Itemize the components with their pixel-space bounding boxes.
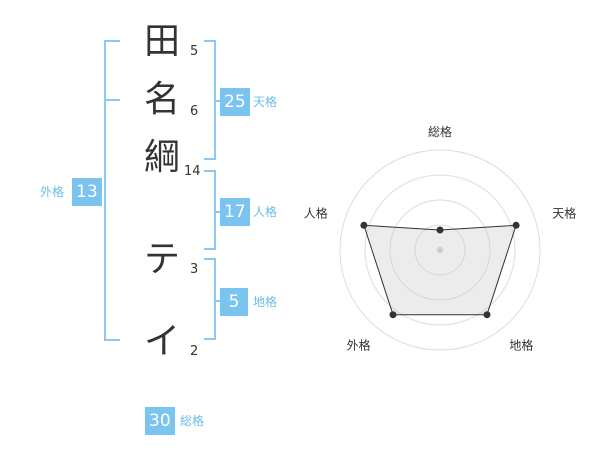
soukaku-value-badge: 30	[145, 407, 175, 435]
outer-bracket-vertical	[104, 40, 106, 341]
name-char-2: 名	[143, 79, 180, 120]
name-char-5: イ	[143, 321, 180, 362]
gaikaku-label: 外格	[40, 185, 65, 199]
jinkaku-bracket-vertical	[214, 170, 216, 250]
radar-axis-label-3: 地格	[509, 338, 533, 353]
tenkaku-bracket-bottom	[204, 158, 216, 160]
outer-bracket-bottom	[104, 339, 120, 341]
outer-bracket-mid	[104, 99, 120, 101]
radar-point-3	[483, 311, 491, 319]
chikaku-label: 地格	[253, 295, 278, 309]
radar-point-4	[389, 311, 397, 319]
stroke-count-1: 5	[190, 44, 199, 59]
chikaku-bracket-tick	[214, 300, 220, 302]
name-char-1: 田	[143, 21, 180, 62]
radar-axis-label-4: 外格	[347, 338, 371, 353]
jinkaku-value-badge: 17	[220, 198, 250, 226]
jinkaku-label: 人格	[253, 205, 278, 219]
radar-axis-label-2: 天格	[552, 206, 576, 221]
radar-ring-2	[389, 199, 491, 301]
radar-axis-label-5: 人格	[304, 206, 328, 221]
tenkaku-label: 天格	[253, 95, 278, 109]
radar-point-1	[436, 226, 444, 234]
radar-data-polygon	[363, 224, 517, 316]
radar-ring-3	[364, 174, 516, 326]
jinkaku-bracket-bottom	[204, 248, 216, 250]
jinkaku-bracket-top	[204, 170, 216, 172]
outer-bracket-top	[104, 40, 120, 42]
radar-axis-label-1: 総格	[428, 124, 452, 139]
stroke-count-5: 2	[190, 344, 199, 359]
chikaku-bracket-bottom	[204, 338, 216, 340]
tenkaku-bracket-tick	[214, 100, 220, 102]
radar-point-5	[360, 221, 368, 229]
jinkaku-bracket-tick	[214, 211, 220, 213]
stroke-count-3: 14	[184, 164, 201, 179]
stroke-count-4: 3	[190, 262, 199, 277]
soukaku-label: 総格	[180, 414, 205, 428]
radar-point-2	[512, 221, 520, 229]
tenkaku-value-badge: 25	[220, 88, 250, 116]
name-char-3: 綱	[143, 137, 180, 178]
stroke-count-2: 6	[190, 104, 199, 119]
chikaku-bracket-vertical	[214, 258, 216, 340]
radar-ring-1	[414, 224, 466, 276]
tenkaku-bracket-top	[204, 40, 216, 42]
name-char-4: テ	[143, 239, 180, 280]
radar-center-dot	[437, 247, 443, 253]
chikaku-bracket-top	[204, 258, 216, 260]
gaikaku-value-badge: 13	[72, 178, 102, 206]
chikaku-value-badge: 5	[220, 288, 248, 316]
